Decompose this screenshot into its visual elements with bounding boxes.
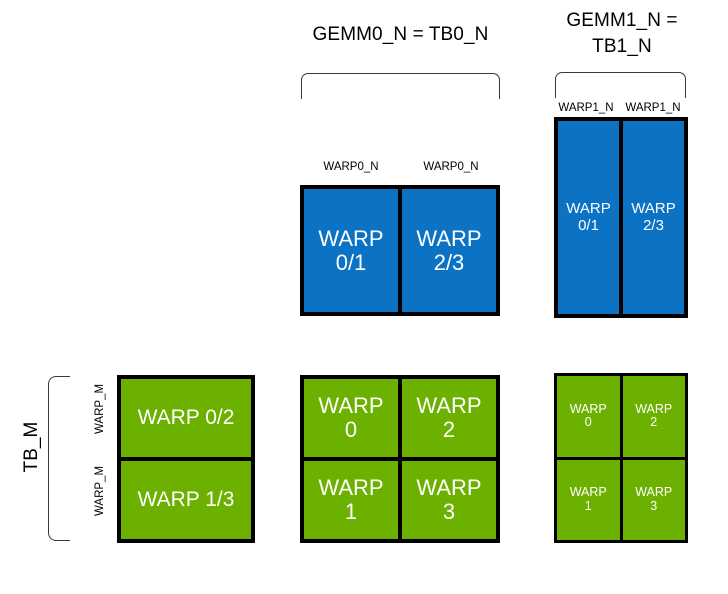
green-cell-right-1[interactable]: WARP 2 <box>622 376 685 457</box>
blue-grid-gemm1: WARP 0/1 WARP 2/3 <box>554 117 688 318</box>
axis-label-warp-m-bottom: WARP_M <box>94 465 106 517</box>
green-cell-mid-1[interactable]: WARP 2 <box>402 379 496 457</box>
heading-gemm0: GEMM0_N = TB0_N <box>312 24 489 45</box>
green-grid-left: WARP 0/2 WARP 1/3 <box>117 375 255 543</box>
tick-label-gemm0-col0: WARP0_N <box>323 161 379 173</box>
green-cell-right-0[interactable]: WARP 0 <box>557 376 620 457</box>
green-cell-mid-2[interactable]: WARP 1 <box>304 461 398 539</box>
span-bracket-gemm1 <box>555 72 686 98</box>
tick-label-gemm1-col1: WARP1_N <box>625 102 681 114</box>
axis-label-warp-m-top: WARP_M <box>94 383 106 435</box>
green-grid-mid: WARP 0 WARP 2 WARP 1 WARP 3 <box>300 375 500 543</box>
tick-label-gemm1-col0: WARP1_N <box>558 102 614 114</box>
green-cell-right-3[interactable]: WARP 3 <box>622 459 685 540</box>
tick-label-gemm0-col1: WARP0_N <box>423 161 479 173</box>
green-cell-left-1[interactable]: WARP 1/3 <box>121 461 251 539</box>
blue-cell-gemm0-1[interactable]: WARP 2/3 <box>402 189 496 312</box>
blue-grid-gemm0: WARP 0/1 WARP 2/3 <box>300 185 500 316</box>
axis-label-tb-m: TB_M <box>21 421 42 473</box>
green-cell-mid-3[interactable]: WARP 3 <box>402 461 496 539</box>
blue-cell-gemm0-0[interactable]: WARP 0/1 <box>304 189 398 312</box>
blue-cell-gemm1-0[interactable]: WARP 0/1 <box>558 121 619 314</box>
span-bracket-tb-m <box>48 376 70 541</box>
green-cell-left-0[interactable]: WARP 0/2 <box>121 379 251 457</box>
green-cell-right-2[interactable]: WARP 1 <box>557 459 620 540</box>
span-bracket-gemm0 <box>301 73 500 99</box>
green-grid-right: WARP 0 WARP 2 WARP 1 WARP 3 <box>554 373 688 543</box>
heading-gemm1: GEMM1_N = TB1_N <box>566 10 678 57</box>
blue-cell-gemm1-1[interactable]: WARP 2/3 <box>623 121 684 314</box>
green-cell-mid-0[interactable]: WARP 0 <box>304 379 398 457</box>
